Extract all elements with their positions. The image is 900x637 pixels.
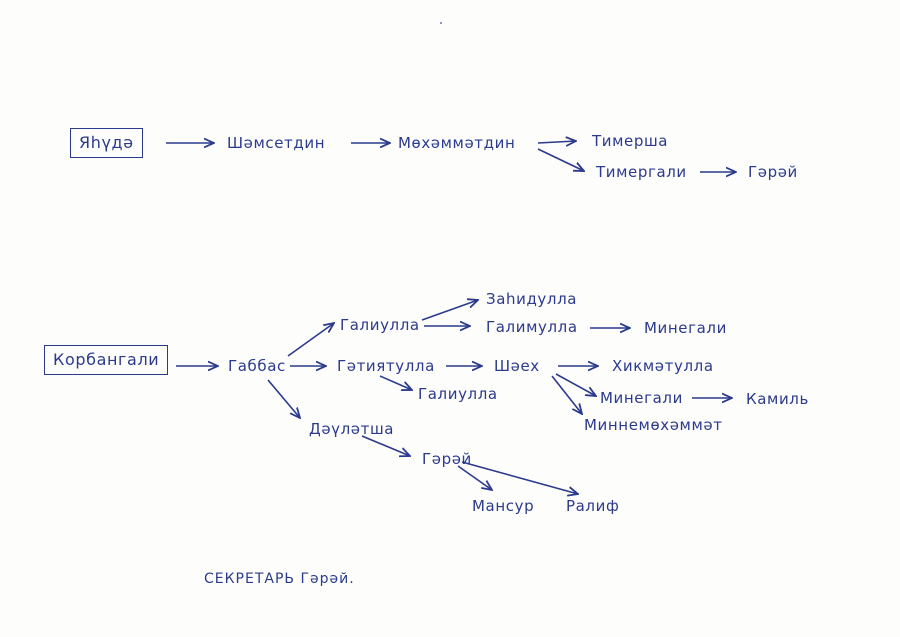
arrow-davlatsha-garay xyxy=(361,435,410,456)
stray-dot xyxy=(440,22,442,24)
node-garay-2: Гәрәй xyxy=(422,450,472,468)
node-hikmatulla: Хикмәтулла xyxy=(612,357,714,375)
arrow-gabbas-davlatsha xyxy=(267,379,300,418)
arrow-shayekh-minegali xyxy=(555,373,596,396)
arrow-gabbas-galiulla xyxy=(287,323,334,357)
node-minegali-1: Минегали xyxy=(644,319,727,337)
node-minegali-2: Минегали xyxy=(600,389,683,407)
arrow-garay-ralif xyxy=(461,461,578,494)
node-shayekh: Шәех xyxy=(494,357,540,375)
arrow-shayekh-minnemohammat xyxy=(551,375,582,414)
node-gabbas: Габбас xyxy=(228,357,286,375)
arrow-mohammatdin-timergali xyxy=(537,148,584,171)
node-kamil: Камиль xyxy=(746,390,809,408)
node-timergali: Тимергали xyxy=(596,163,687,181)
node-mansur: Мансур xyxy=(472,497,535,515)
arrow-galiulla-zahidulla xyxy=(421,300,478,321)
node-gatiyatulla: Гәтиятулла xyxy=(337,357,435,375)
node-shamsetdin: Шәмсетдин xyxy=(227,134,326,152)
arrow-mohammatdin-timersha xyxy=(537,141,576,143)
node-garay-1: Гәрәй xyxy=(748,163,798,181)
root-yahuda: Яһүдә xyxy=(70,128,143,158)
node-davlatsha: Дәүләтша xyxy=(309,420,395,438)
node-galiulla-2: Галиулла xyxy=(418,385,498,403)
node-minnemohammat: Миннемөхәммәт xyxy=(584,416,723,434)
node-ralif: Ралиф xyxy=(566,497,620,515)
node-galimulla: Галимулла xyxy=(486,318,578,336)
arrow-gatiyatulla-galiulla xyxy=(379,375,412,390)
node-zahidulla: Заһидулла xyxy=(486,290,578,308)
arrow-garay-mansur xyxy=(457,465,492,490)
node-galiulla-1: Галиулла xyxy=(340,316,420,334)
node-mohammatdin: Мөхәммәтдин xyxy=(398,134,516,152)
node-timersha: Тимерша xyxy=(592,132,669,150)
root-korbangali: Корбангали xyxy=(44,345,169,375)
secretary-signature: СЕКРЕТАРЬ Гәрәй. xyxy=(204,571,355,587)
